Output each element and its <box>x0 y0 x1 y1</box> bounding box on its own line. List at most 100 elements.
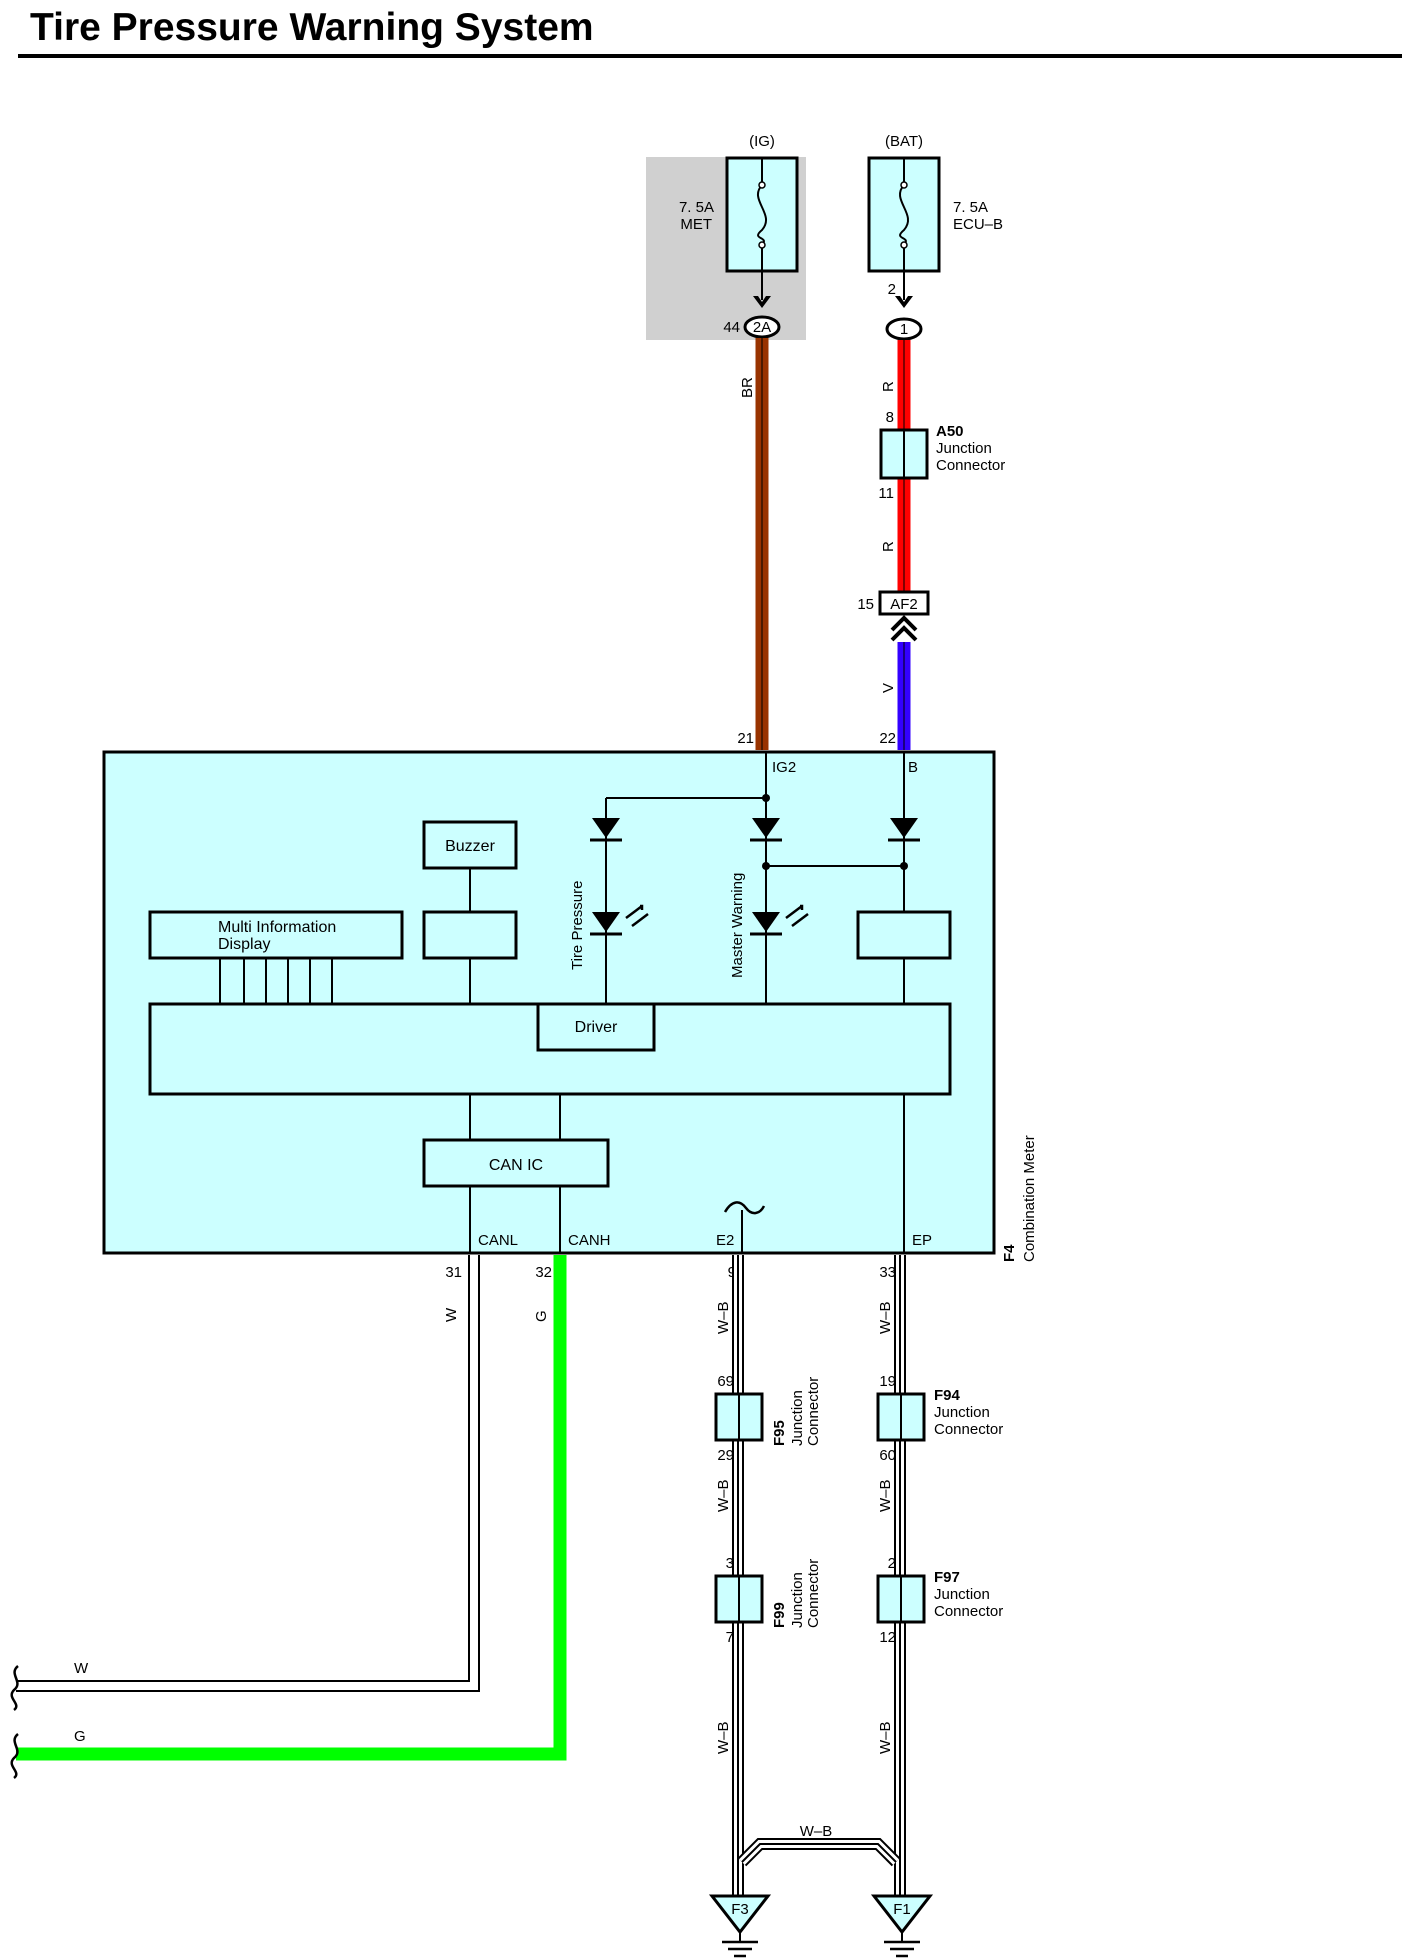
title-rule <box>18 54 1402 58</box>
wire-wb-label: W–B <box>715 1721 732 1754</box>
f99-id: F99 <box>771 1602 788 1628</box>
terminal-canl: CANL <box>478 1232 518 1249</box>
a50-desc-1: Junction <box>936 440 992 457</box>
wire-wb-bridge-label: W–B <box>800 1823 833 1840</box>
terminal-ig2: IG2 <box>772 759 796 776</box>
meter-pin-canl: 31 <box>445 1264 462 1281</box>
junction-dot-b <box>900 862 908 870</box>
wire-r-label-1: R <box>880 381 897 392</box>
led-icon <box>590 904 649 936</box>
wire-w-label-1: W <box>443 1307 460 1322</box>
led-icon <box>750 904 809 936</box>
af2-id: AF2 <box>890 596 918 613</box>
ig-connector-oval <box>743 315 781 339</box>
indicator-master-warning: Master Warning <box>729 873 746 978</box>
wire-w-label-2: W <box>74 1660 89 1677</box>
wire-wb-label: W–B <box>715 1479 732 1512</box>
ig-fuse-lead <box>753 271 771 308</box>
e2-tilde-icon <box>723 1201 766 1215</box>
terminal-ep: EP <box>912 1232 932 1249</box>
meter-pin-ep: 33 <box>879 1264 896 1281</box>
a50-pin-bottom: 11 <box>878 485 894 502</box>
f97-id: F97 <box>934 1569 960 1586</box>
f99-pin-top: 3 <box>726 1555 734 1572</box>
f94-pin-bottom: 60 <box>879 1447 896 1464</box>
wire-g <box>16 1255 567 1761</box>
f95-pin-top: 69 <box>717 1373 734 1390</box>
ig-fuse-icon <box>756 158 768 271</box>
wire-g-break-icon <box>10 1733 19 1779</box>
diode-icon <box>750 818 782 842</box>
wire-v-label: V <box>880 683 897 693</box>
bat-pin-label: 2 <box>888 281 896 298</box>
wire-wb-label: W–B <box>877 1479 894 1512</box>
ig-connector-id: 2A <box>753 319 771 336</box>
driver-block <box>536 1002 656 1052</box>
a50-desc-2: Connector <box>936 457 1005 474</box>
mid-label-1: Multi Information <box>218 919 336 936</box>
diode-icon <box>590 818 622 842</box>
f97-pin-top: 2 <box>888 1555 896 1572</box>
meter-pin-canh: 32 <box>535 1264 552 1281</box>
wire-r-label-2: R <box>880 541 897 552</box>
can-ic-label: CAN IC <box>489 1157 543 1174</box>
wire-wb-bridge <box>737 1838 901 1867</box>
ig-fuse-rating: 7. 5A <box>679 199 714 216</box>
buzzer-block <box>422 820 518 870</box>
ig-source-label: (IG) <box>749 133 775 150</box>
ground-f3-icon <box>708 1894 772 1958</box>
f99-pin-bottom: 7 <box>726 1629 734 1646</box>
af2-pin: 15 <box>857 596 874 613</box>
terminal-e2: E2 <box>716 1232 734 1249</box>
ig-pin-label: 44 <box>723 319 740 336</box>
wire-w-break-icon <box>10 1665 19 1711</box>
ig-fuse-name: MET <box>680 216 712 233</box>
wire-br-label: BR <box>739 377 756 398</box>
f97-desc-2: Connector <box>934 1603 1003 1620</box>
a50-id: A50 <box>936 423 964 440</box>
bat-connector-oval <box>885 317 923 341</box>
terminal-b: B <box>908 759 918 776</box>
meter-pin-e2: 9 <box>728 1264 736 1281</box>
wire-wb-label: W–B <box>715 1301 732 1334</box>
ground-f1-icon <box>870 1894 934 1958</box>
f99-desc-1: Junction <box>789 1572 806 1628</box>
terminal-canh: CANH <box>568 1232 611 1249</box>
f94-desc-1: Junction <box>934 1404 990 1421</box>
f95-desc-2: Connector <box>805 1377 822 1446</box>
relay-block <box>856 910 952 960</box>
junction-dot-master <box>762 862 770 870</box>
f94-pin-top: 19 <box>879 1373 896 1390</box>
wire-g-label-1: G <box>533 1310 550 1322</box>
f99-desc-2: Connector <box>805 1559 822 1628</box>
a50-pin-top: 8 <box>886 409 894 426</box>
ground-f1-label: F1 <box>893 1901 911 1918</box>
af2-connector <box>878 590 930 616</box>
f95-pin-bottom: 29 <box>717 1447 734 1464</box>
mid-label-2: Display <box>218 936 270 953</box>
buzzer-label: Buzzer <box>445 838 495 855</box>
wire-w <box>16 1255 480 1692</box>
buzzer-driver-block <box>422 910 518 960</box>
junction-dot-ig2 <box>762 794 770 802</box>
af2-chevron-icon <box>890 615 918 642</box>
wire-wb-label: W–B <box>877 1721 894 1754</box>
indicator-tire-pressure: Tire Pressure <box>569 881 586 970</box>
meter-name: Combination Meter <box>1021 1135 1038 1262</box>
wire-wb-label: W–B <box>877 1301 894 1334</box>
ground-f3-label: F3 <box>731 1901 749 1918</box>
f94-id: F94 <box>934 1387 961 1404</box>
f94-desc-2: Connector <box>934 1421 1003 1438</box>
bat-fuse-icon <box>898 158 910 271</box>
f95-desc-1: Junction <box>789 1390 806 1446</box>
meter-pin-b: 22 <box>879 730 896 747</box>
meter-pin-ig2: 21 <box>737 730 754 747</box>
bat-connector-id: 1 <box>900 321 908 338</box>
bat-source-label: (BAT) <box>885 133 923 150</box>
meter-id: F4 <box>1001 1244 1018 1262</box>
bat-fuse-lead <box>895 271 913 308</box>
f97-pin-bottom: 12 <box>879 1629 896 1646</box>
wire-g-label-2: G <box>74 1728 86 1745</box>
can-ic-block <box>422 1138 610 1188</box>
